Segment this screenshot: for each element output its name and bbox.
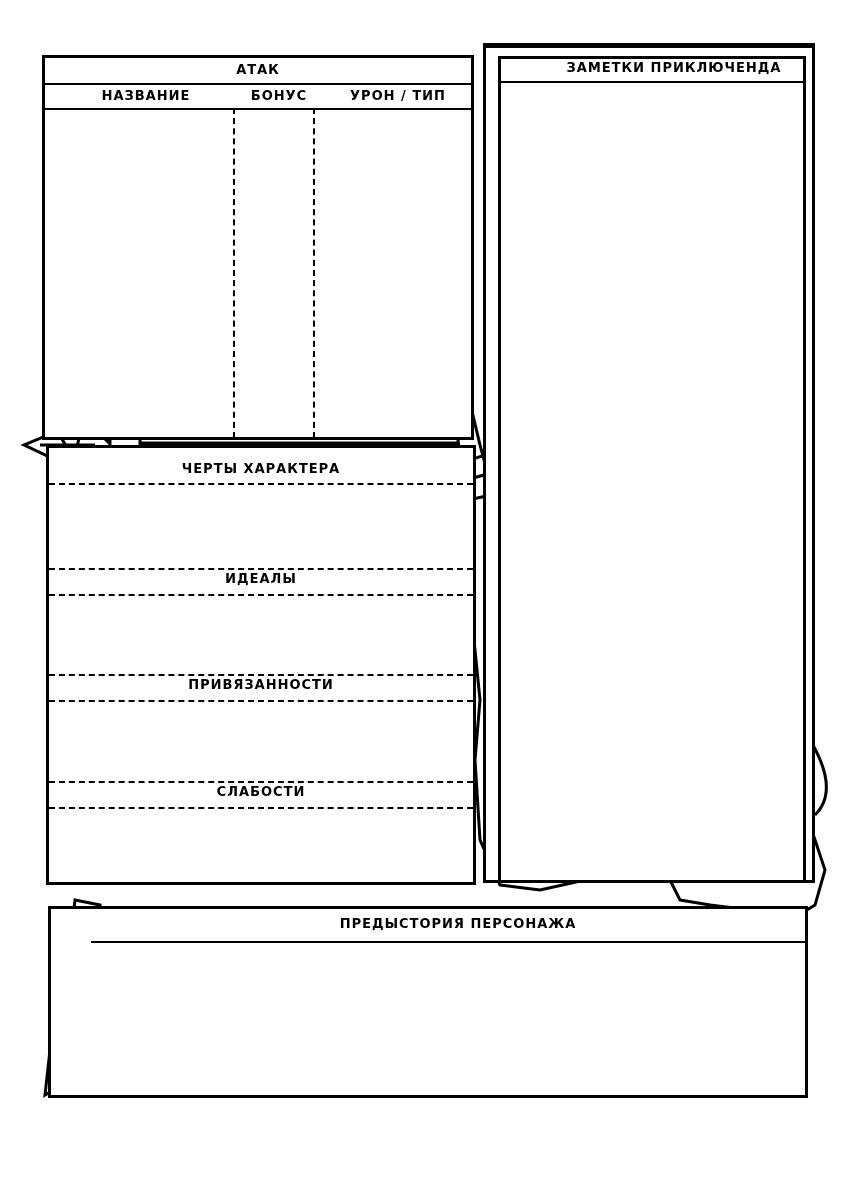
bonds-label: ПРИВЯЗАННОСТИ: [188, 678, 334, 693]
bonds-area[interactable]: [49, 703, 473, 778]
backstory-panel: ПРЕДЫСТОРИЯ ПЕРСОНАЖА: [48, 906, 808, 1098]
ideals-label: ИДЕАЛЫ: [225, 572, 297, 587]
column-header-name: НАЗВАНИЕ: [101, 89, 191, 104]
personality-traits-area[interactable]: [49, 486, 473, 566]
personality-traits-label: ЧЕРТЫ ХАРАКТЕРА: [181, 462, 341, 477]
backstory-title: ПРЕДЫСТОРИЯ ПЕРСОНАЖА: [339, 917, 577, 932]
adventure-notes-panel: ЗАМЕТКИ ПРИКЛЮЧЕНДА: [483, 45, 815, 883]
ideals-area[interactable]: [49, 597, 473, 672]
adventure-notes-title: ЗАМЕТКИ ПРИКЛЮЧЕНДА: [566, 61, 782, 76]
flaws-label: СЛАБОСТИ: [216, 785, 306, 800]
attacks-rows-area[interactable]: [45, 110, 471, 437]
flaws-area[interactable]: [49, 810, 473, 882]
attacks-title: АТАК: [236, 63, 280, 78]
backstory-area[interactable]: [91, 944, 805, 1095]
column-header-bonus: БОНУС: [250, 89, 308, 104]
attacks-panel: АТАК НАЗВАНИЕ БОНУС УРОН / ТИП: [42, 55, 474, 440]
column-header-damage: УРОН / ТИП: [350, 89, 446, 104]
adventure-notes-area[interactable]: [501, 84, 803, 880]
traits-panel: ЧЕРТЫ ХАРАКТЕРА ИДЕАЛЫ ПРИВЯЗАННОСТИ СЛА…: [46, 445, 476, 885]
